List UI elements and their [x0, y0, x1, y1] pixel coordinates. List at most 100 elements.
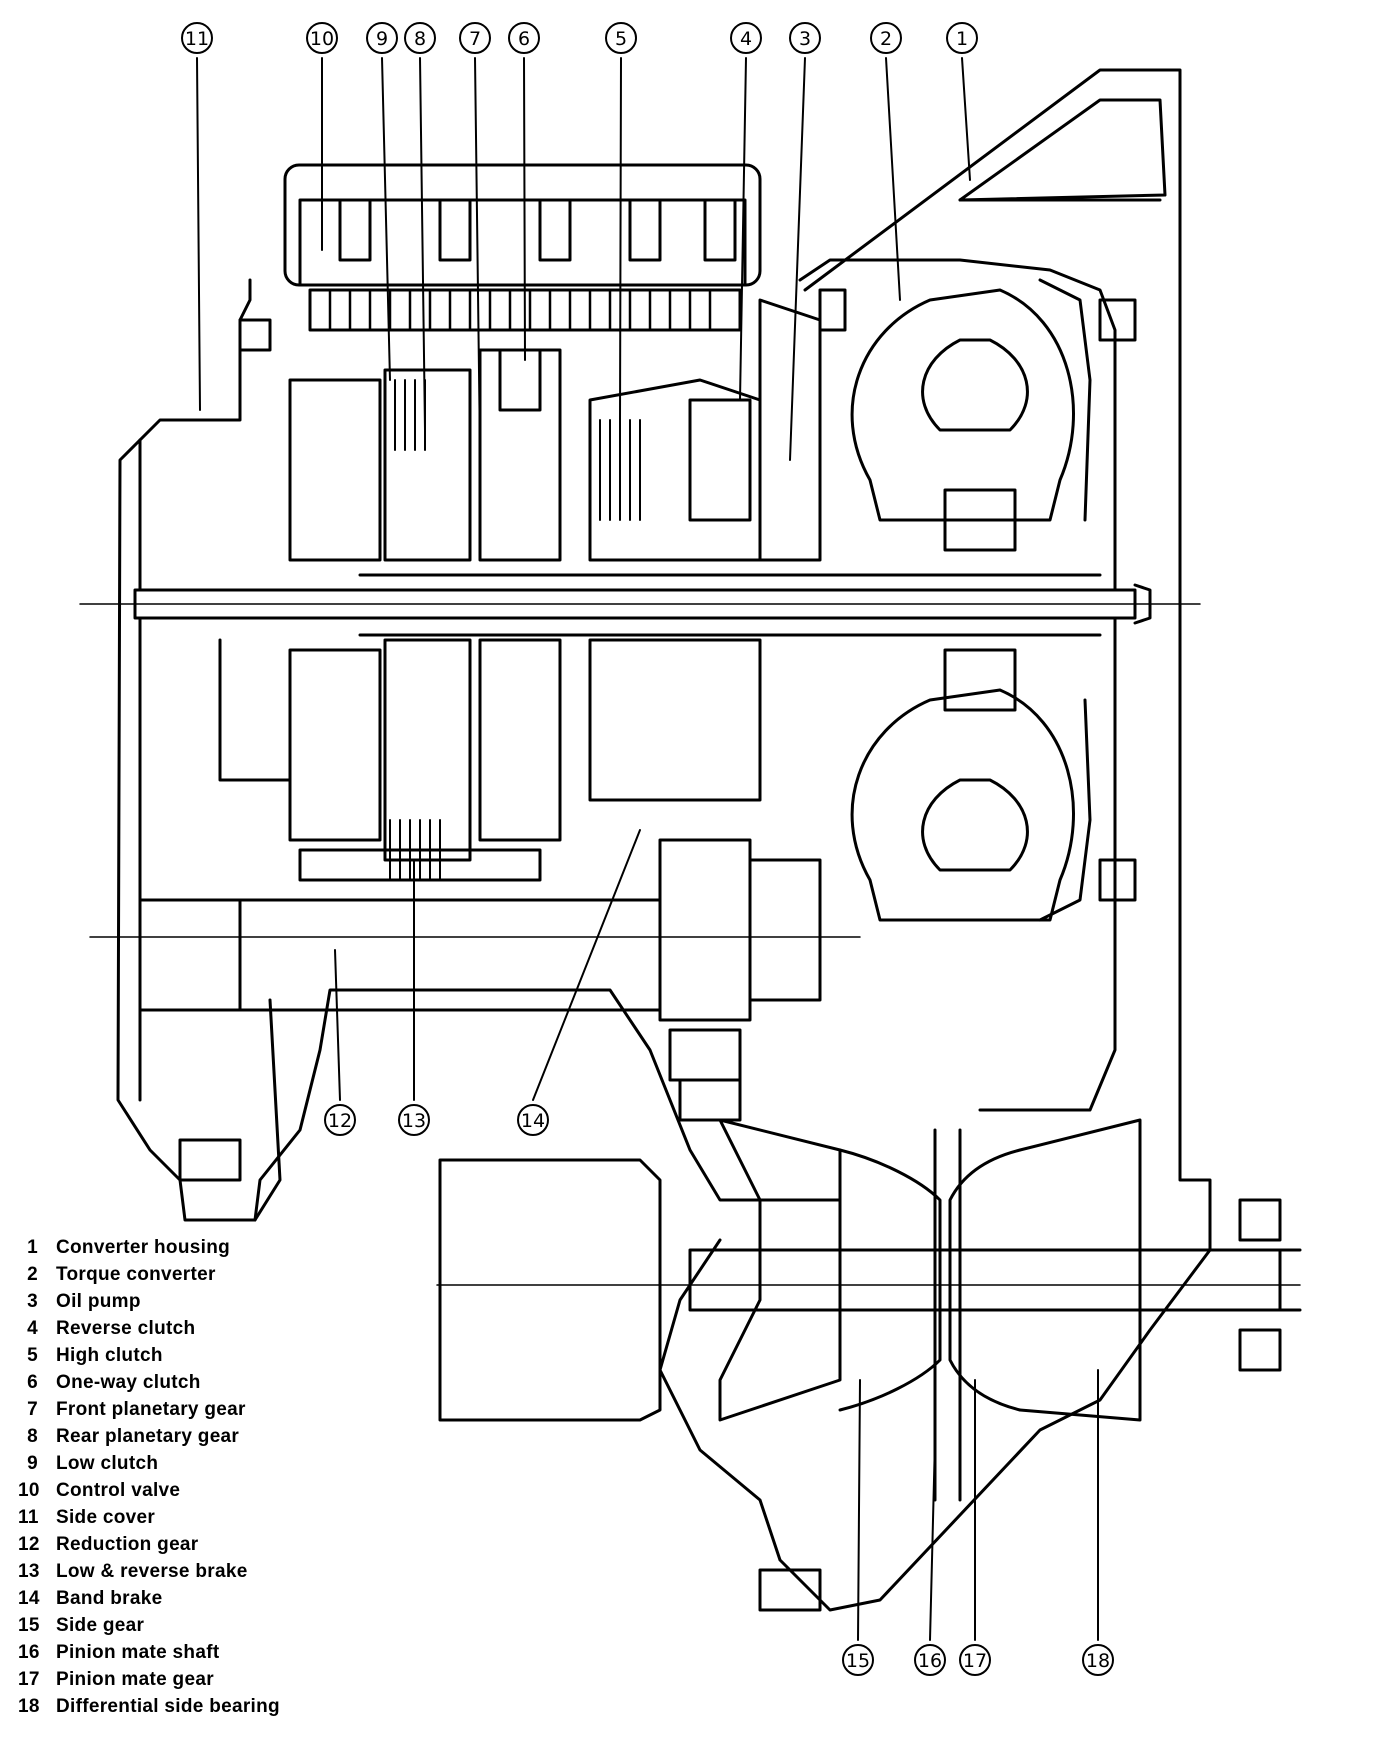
parts-legend: 1 Converter housing 2 Torque converter 3 Oi…	[18, 1234, 378, 1720]
legend-item: 14 Band brake	[18, 1585, 378, 1612]
legend-item: 18 Differential side bearing	[18, 1693, 378, 1720]
legend-item: 6 One-way clutch	[18, 1369, 378, 1396]
callout-circle	[842, 1644, 874, 1676]
legend-item: 10 Control valve	[18, 1477, 378, 1504]
legend-item: 12 Reduction gear	[18, 1531, 378, 1558]
legend-number: 14	[18, 1587, 40, 1609]
legend-number: 13	[18, 1560, 40, 1582]
torque-converter	[850, 278, 1137, 922]
legend-item: 13 Low & reverse brake	[18, 1558, 378, 1585]
legend-item: 2 Torque converter	[18, 1261, 378, 1288]
legend-item: 17 Pinion mate gear	[18, 1666, 378, 1693]
control-valve-body	[283, 163, 762, 332]
callout-markers	[181, 22, 1114, 1676]
legend-item: 7 Front planetary gear	[18, 1396, 378, 1423]
legend-label: Pinion mate gear	[56, 1668, 214, 1690]
legend-label: Band brake	[56, 1587, 163, 1609]
legend-item: 16 Pinion mate shaft	[18, 1639, 378, 1666]
callout-3: 3	[799, 28, 811, 50]
callout-12: 12	[328, 1110, 352, 1132]
legend-number: 17	[18, 1668, 40, 1690]
callout-circle	[517, 1104, 549, 1136]
callout-circle	[946, 22, 978, 54]
legend-label: Reduction gear	[56, 1533, 199, 1555]
legend-item: 9 Low clutch	[18, 1450, 378, 1477]
legend-item: 5 High clutch	[18, 1342, 378, 1369]
callout-circle	[730, 22, 762, 54]
legend-number: 3	[27, 1290, 38, 1312]
callout-circle	[914, 1644, 946, 1676]
callout-9: 9	[376, 28, 388, 50]
legend-label: Differential side bearing	[56, 1695, 280, 1717]
legend-label: Rear planetary gear	[56, 1425, 240, 1447]
callout-circle	[366, 22, 398, 54]
callout-circle	[398, 1104, 430, 1136]
callout-circle	[404, 22, 436, 54]
legend-number: 11	[18, 1506, 39, 1528]
legend-label: High clutch	[56, 1344, 163, 1366]
legend-label: Side cover	[56, 1506, 156, 1528]
legend-number: 6	[27, 1371, 38, 1393]
legend-number: 2	[27, 1263, 38, 1285]
legend-label: Side gear	[56, 1614, 145, 1636]
legend-label: Torque converter	[56, 1263, 216, 1285]
callout-17: 17	[963, 1650, 987, 1672]
legend-item: 1 Converter housing	[18, 1234, 378, 1261]
clutch-pack-lower	[218, 638, 762, 882]
legend-item: 11 Side cover	[18, 1504, 378, 1531]
legend-number: 18	[18, 1695, 40, 1717]
callout-18: 18	[1086, 1650, 1110, 1672]
legend-item: 4 Reverse clutch	[18, 1315, 378, 1342]
callout-1: 1	[956, 28, 968, 50]
callout-circle	[459, 22, 491, 54]
legend-label: Low clutch	[56, 1452, 159, 1474]
legend-label: Oil pump	[56, 1290, 141, 1312]
reduction-gear-shaft	[89, 838, 861, 1082]
callout-13: 13	[402, 1110, 426, 1132]
differential-assembly	[436, 1118, 1302, 1502]
callout-2: 2	[880, 28, 892, 50]
clutch-pack-upper	[288, 298, 822, 562]
legend-label: Converter housing	[56, 1236, 231, 1258]
legend-item: 3 Oil pump	[18, 1288, 378, 1315]
legend-number: 12	[18, 1533, 40, 1555]
legend-number: 9	[27, 1452, 38, 1474]
callout-circle	[605, 22, 637, 54]
callout-14: 14	[521, 1110, 545, 1132]
drive-flange-outline	[438, 1158, 662, 1422]
legend-number: 7	[27, 1398, 38, 1420]
callout-6: 6	[518, 28, 530, 50]
callout-16: 16	[918, 1650, 942, 1672]
legend-label: Control valve	[56, 1479, 181, 1501]
main-shaft	[79, 573, 1201, 637]
legend-label: Pinion mate shaft	[56, 1641, 220, 1663]
callout-10: 10	[310, 28, 334, 50]
legend-number: 1	[27, 1236, 38, 1258]
legend-number: 15	[18, 1614, 40, 1636]
callout-circle	[306, 22, 338, 54]
converter-housing	[658, 68, 1212, 1612]
legend-label: Front planetary gear	[56, 1398, 246, 1420]
callout-circle	[324, 1104, 356, 1136]
legend-label: Low & reverse brake	[56, 1560, 248, 1582]
legend-item: 15 Side gear	[18, 1612, 378, 1639]
callout-circle	[959, 1644, 991, 1676]
callout-circle	[789, 22, 821, 54]
callout-5: 5	[615, 28, 627, 50]
callout-8: 8	[414, 28, 426, 50]
legend-number: 4	[27, 1317, 38, 1339]
legend-number: 10	[18, 1479, 40, 1501]
legend-label: One-way clutch	[56, 1371, 201, 1393]
callout-circle	[508, 22, 540, 54]
legend-label: Reverse clutch	[56, 1317, 196, 1339]
callout-circle	[1082, 1644, 1114, 1676]
legend-number: 16	[18, 1641, 40, 1663]
callout-15: 15	[846, 1650, 870, 1672]
callout-circle	[870, 22, 902, 54]
legend-number: 5	[27, 1344, 38, 1366]
callout-circle	[181, 22, 213, 54]
housing-bolts	[178, 288, 847, 1612]
callout-4: 4	[740, 28, 752, 50]
